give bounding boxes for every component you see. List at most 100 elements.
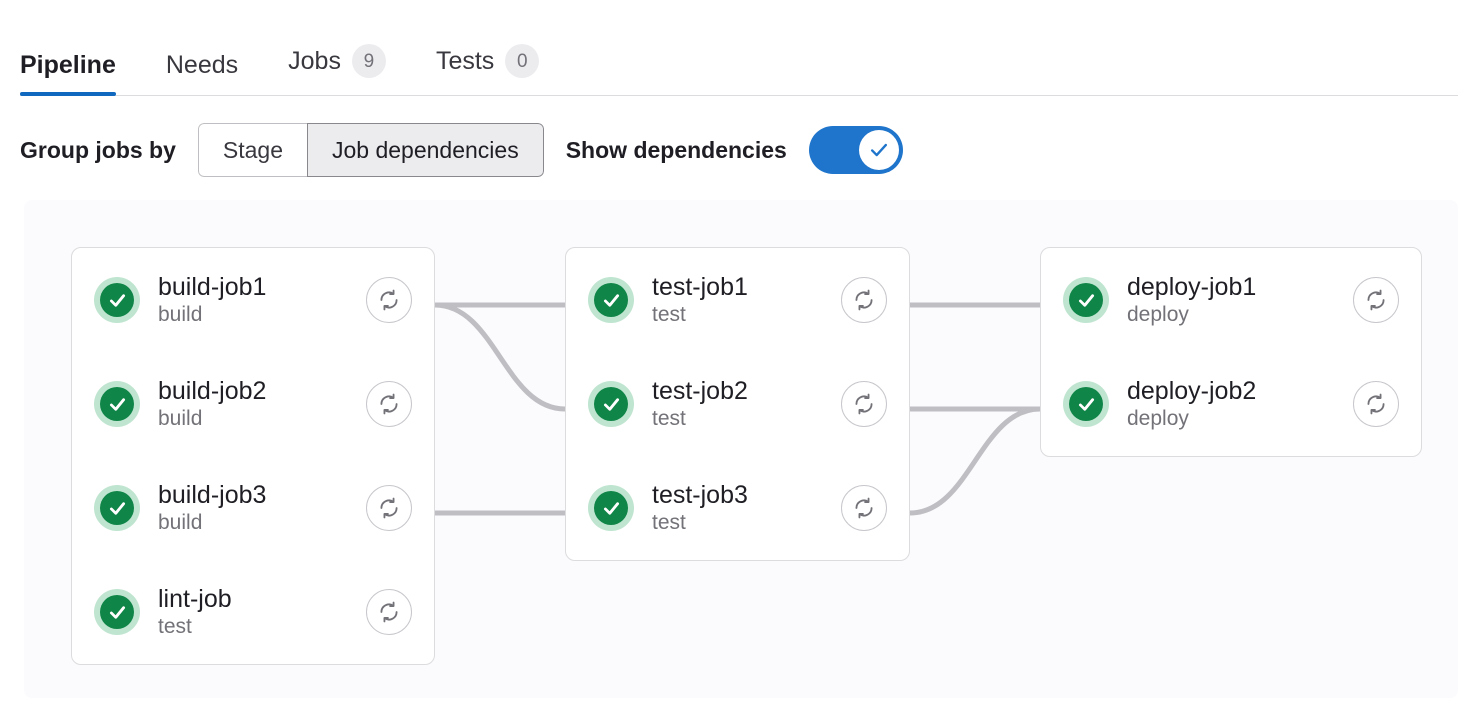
tab-jobs-label: Jobs (288, 46, 341, 75)
check-glyph (603, 397, 619, 411)
retry-glyph (855, 289, 873, 311)
check-glyph (109, 397, 125, 411)
toggle-knob (858, 130, 899, 170)
group-jobs-by-label: Group jobs by (20, 136, 176, 163)
retry-icon[interactable] (366, 381, 412, 427)
job-stage: deploy (1127, 407, 1189, 431)
retry-icon[interactable] (841, 381, 887, 427)
tab-tests[interactable]: Tests 0 (436, 44, 564, 100)
job-name: test-job2 (652, 376, 748, 405)
job-card-test-job3[interactable]: test-job3 test (566, 456, 909, 560)
active-tab-indicator (20, 92, 116, 96)
group-by-stage-button[interactable]: Stage (197, 123, 307, 177)
job-stage: test (652, 511, 686, 535)
check-glyph (109, 501, 125, 515)
job-stage: build (158, 303, 203, 327)
show-dependencies-label: Show dependencies (565, 136, 787, 163)
group-by-job-dependencies-button[interactable]: Job dependencies (307, 123, 544, 177)
job-info: deploy-job2 deploy (1127, 377, 1339, 432)
tab-list: Pipeline Needs Jobs 9 Tests 0 (20, 0, 1438, 100)
tab-needs-label: Needs (165, 51, 239, 79)
job-stage: test (652, 407, 686, 431)
status-success-icon (1063, 277, 1109, 323)
stage-column-deploy: deploy-job1 deploy (1040, 247, 1422, 457)
job-name: build-job1 (158, 272, 267, 301)
job-card-lint-job[interactable]: lint-job test (72, 560, 434, 664)
job-stage: deploy (1127, 303, 1189, 327)
job-card-test-job1[interactable]: test-job1 test (566, 248, 909, 352)
job-stage: build (158, 407, 203, 431)
status-success-icon (94, 485, 140, 531)
job-card-build-job3[interactable]: build-job3 build (72, 456, 434, 560)
job-card-build-job1[interactable]: build-job1 build (72, 248, 434, 352)
status-success-icon (94, 277, 140, 323)
pipeline-tabbar: Pipeline Needs Jobs 9 Tests 0 (0, 0, 1458, 100)
job-info: lint-job test (158, 585, 352, 640)
retry-glyph (1367, 289, 1385, 311)
check-glyph (1078, 293, 1094, 307)
retry-glyph (855, 393, 873, 415)
status-success-icon (588, 381, 634, 427)
retry-glyph (1367, 393, 1385, 415)
show-dependencies-toggle[interactable] (808, 126, 903, 174)
job-card-build-job2[interactable]: build-job2 build (72, 352, 434, 456)
retry-glyph (855, 497, 873, 519)
tab-tests-badge: 0 (505, 44, 540, 78)
link-build-job1-test-job2 (434, 302, 566, 412)
job-name: test-job3 (652, 480, 748, 509)
status-success-icon (1063, 381, 1109, 427)
retry-glyph (380, 601, 398, 623)
status-success-icon (94, 381, 140, 427)
retry-icon[interactable] (841, 277, 887, 323)
tab-tests-label: Tests (435, 46, 495, 75)
job-card-test-job2[interactable]: test-job2 test (566, 352, 909, 456)
job-name: build-job2 (158, 376, 267, 405)
link-test-job3-deploy-job2 (909, 406, 1041, 516)
tab-jobs-badge: 9 (351, 44, 386, 78)
job-info: test-job3 test (652, 481, 827, 536)
job-info: deploy-job1 deploy (1127, 273, 1339, 328)
status-success-icon (588, 277, 634, 323)
job-info: build-job3 build (158, 481, 352, 536)
group-jobs-by-segmented-control: Stage Job dependencies (197, 123, 544, 177)
retry-glyph (380, 497, 398, 519)
retry-icon[interactable] (366, 485, 412, 531)
job-name: lint-job (158, 584, 232, 613)
retry-glyph (380, 393, 398, 415)
job-stage: test (652, 303, 686, 327)
check-glyph (109, 293, 125, 307)
tab-pipeline-label: Pipeline (20, 51, 116, 79)
stage-column-test: test-job1 test (565, 247, 910, 561)
tab-needs[interactable]: Needs (166, 53, 263, 100)
graph-controls: Group jobs by Stage Job dependencies Sho… (0, 100, 1458, 200)
job-info: test-job1 test (652, 273, 827, 328)
job-info: build-job2 build (158, 377, 352, 432)
check-glyph (109, 605, 125, 619)
tab-jobs[interactable]: Jobs 9 (288, 44, 411, 100)
job-info: test-job2 test (652, 377, 827, 432)
pipeline-graph-panel: build-job1 build (24, 200, 1458, 698)
check-glyph (603, 501, 619, 515)
job-stage: build (158, 511, 203, 535)
job-name: build-job3 (158, 480, 267, 509)
retry-icon[interactable] (841, 485, 887, 531)
job-info: build-job1 build (158, 273, 352, 328)
job-name: test-job1 (652, 272, 748, 301)
check-glyph (1078, 397, 1094, 411)
job-name: deploy-job1 (1127, 272, 1257, 301)
retry-icon[interactable] (1353, 277, 1399, 323)
job-card-deploy-job2[interactable]: deploy-job2 deploy (1041, 352, 1421, 456)
retry-icon[interactable] (366, 589, 412, 635)
retry-glyph (380, 289, 398, 311)
job-stage: test (158, 615, 192, 639)
check-icon (870, 143, 887, 157)
job-card-deploy-job1[interactable]: deploy-job1 deploy (1041, 248, 1421, 352)
tab-pipeline[interactable]: Pipeline (20, 53, 141, 100)
retry-icon[interactable] (366, 277, 412, 323)
tabbar-divider (20, 95, 1458, 96)
job-name: deploy-job2 (1127, 376, 1257, 405)
check-glyph (603, 293, 619, 307)
retry-icon[interactable] (1353, 381, 1399, 427)
status-success-icon (588, 485, 634, 531)
status-success-icon (94, 589, 140, 635)
